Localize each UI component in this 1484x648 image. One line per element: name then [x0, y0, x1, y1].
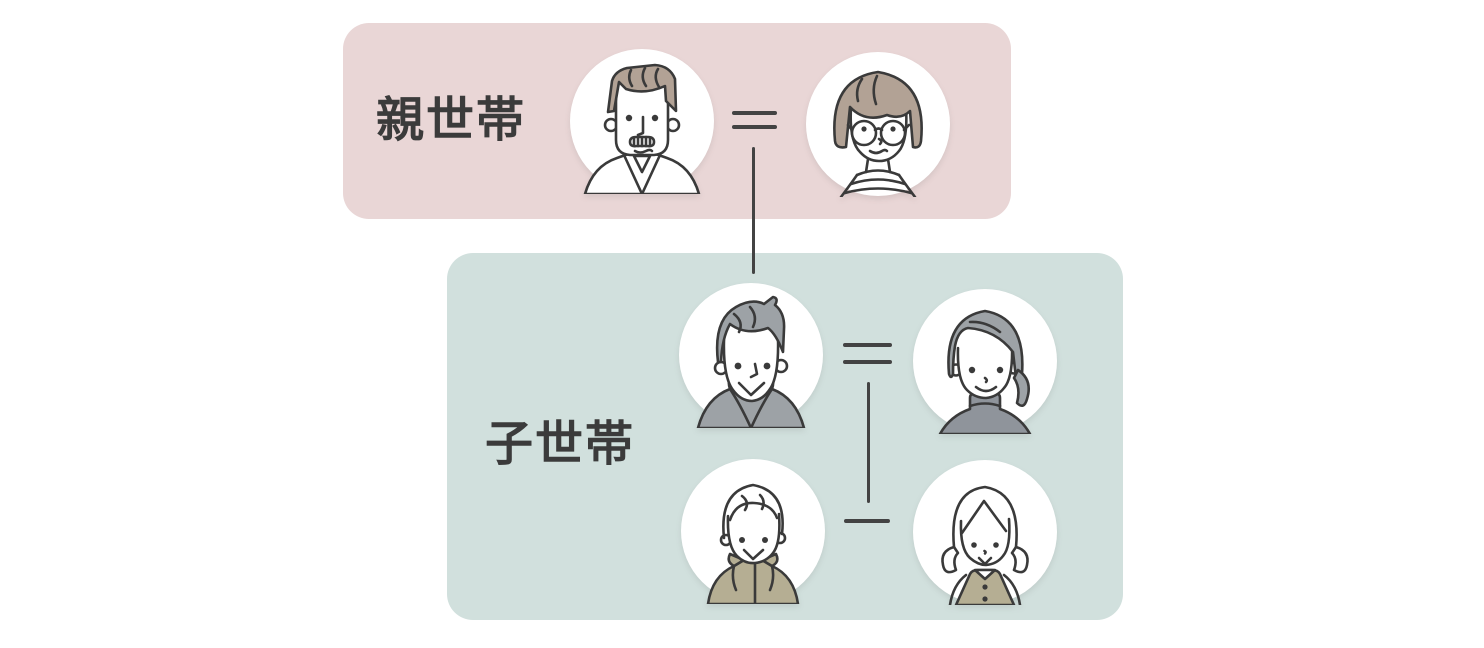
father-illustration-icon — [679, 283, 823, 428]
son-hair — [722, 483, 784, 540]
child-household-label: 子世帯 — [485, 418, 636, 471]
daughter-hair — [941, 485, 1029, 574]
grandfather-avatar — [569, 48, 715, 194]
son-features — [739, 537, 768, 561]
son-illustration-icon — [681, 459, 825, 604]
daughter-illustration-icon — [913, 460, 1057, 605]
father-features — [734, 362, 771, 397]
sibling-connector-line — [844, 519, 890, 523]
grandfather-features — [625, 114, 659, 154]
mother-features — [968, 366, 1004, 393]
equals-bar — [843, 360, 892, 364]
child-marriage-equals-icon — [843, 343, 892, 364]
grandfather-suit — [583, 151, 701, 194]
son-avatar — [680, 458, 826, 604]
daughter-avatar — [912, 459, 1058, 605]
grandmother-illustration-icon — [806, 52, 950, 197]
daughter-face — [959, 517, 1011, 567]
daughter-dress — [948, 568, 1022, 605]
grandfather-hair — [606, 63, 678, 114]
parent-to-child-descent-line — [752, 147, 755, 274]
child-descent-line — [867, 382, 870, 503]
son-coat — [706, 552, 800, 604]
mother-illustration-icon — [913, 289, 1057, 434]
grandfather-illustration-icon — [570, 49, 714, 194]
parent-household-label: 親世帯 — [376, 94, 527, 147]
mother-hair — [947, 309, 1030, 408]
grandmother-avatar — [805, 51, 951, 197]
parent-marriage-equals-icon — [732, 111, 777, 129]
grandmother-hair — [833, 70, 923, 149]
father-hair — [715, 295, 786, 364]
father-avatar — [678, 282, 824, 428]
equals-bar — [732, 125, 777, 129]
equals-bar — [732, 111, 777, 115]
mother-avatar — [912, 288, 1058, 434]
son-face — [719, 512, 787, 565]
equals-bar — [843, 343, 892, 347]
grandmother-shirt — [839, 157, 917, 197]
father-face — [713, 336, 789, 403]
daughter-features — [971, 542, 999, 566]
grandmother-features — [846, 119, 911, 155]
